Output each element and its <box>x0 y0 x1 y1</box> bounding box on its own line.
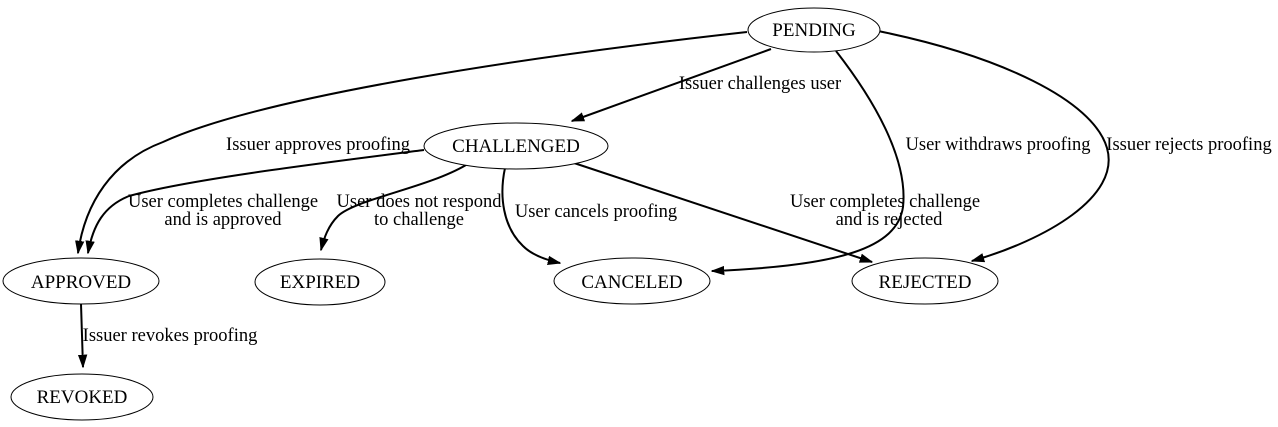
edge-label-challenged-rejected-line2: and is rejected <box>836 210 944 230</box>
edges <box>78 30 1110 367</box>
edge-label-pending-challenged: Issuer challenges user <box>679 74 841 94</box>
edge-challenged-rejected <box>573 162 872 263</box>
edge-label-challenged-approved-line2: and is approved <box>164 210 282 230</box>
approved-ellipse <box>2 257 160 305</box>
edge-label-pending-rejected: Issuer rejects proofing <box>1106 135 1271 155</box>
edge-pending-approved <box>78 31 748 253</box>
edge-label-challenged-expired-line1: User does not respond <box>337 192 503 212</box>
edge-label-challenged-approved-line1: User completes challenge <box>128 192 318 212</box>
node-expired: EXPIRED <box>254 258 386 306</box>
edge-label-pending-approved: Issuer approves proofing <box>226 135 410 155</box>
revoked-ellipse <box>10 373 154 421</box>
edge-label-approved-revoked: Issuer revokes proofing <box>83 326 258 346</box>
edge-labels: Issuer challenges user Issuer approves p… <box>83 74 1272 346</box>
edge-challenged-canceled <box>501 167 560 263</box>
edge-label-challenged-canceled: User cancels proofing <box>515 202 677 222</box>
nodes: PENDING CHALLENGED APPROVED EXPIRED CANC… <box>2 7 999 421</box>
challenged-label: CHALLENGED <box>452 136 580 157</box>
pending-ellipse <box>747 7 881 53</box>
node-revoked: REVOKED <box>10 373 154 421</box>
edge-label-challenged-expired-line2: to challenge <box>374 210 464 230</box>
revoked-label: REVOKED <box>37 387 128 408</box>
edge-pending-rejected <box>877 30 1110 261</box>
edge-challenged-approved <box>88 149 425 253</box>
challenged-ellipse <box>423 122 609 170</box>
edge-label-pending-canceled: User withdraws proofing <box>906 135 1091 155</box>
node-canceled: CANCELED <box>553 257 711 305</box>
edge-label-challenged-rejected-line1: User completes challenge <box>790 192 980 212</box>
edge-pending-canceled <box>712 50 905 271</box>
edge-approved-revoked <box>81 303 83 367</box>
pending-label: PENDING <box>772 20 856 41</box>
node-approved: APPROVED <box>2 257 160 305</box>
node-challenged: CHALLENGED <box>423 122 609 170</box>
expired-label: EXPIRED <box>280 272 360 293</box>
canceled-ellipse <box>553 257 711 305</box>
node-pending: PENDING <box>747 7 881 53</box>
rejected-label: REJECTED <box>879 272 972 293</box>
edge-pending-challenged <box>572 48 772 122</box>
canceled-label: CANCELED <box>581 272 682 293</box>
expired-ellipse <box>254 258 386 306</box>
approved-label: APPROVED <box>31 272 131 293</box>
rejected-ellipse <box>851 257 999 305</box>
edge-challenged-expired <box>321 164 467 250</box>
node-rejected: REJECTED <box>851 257 999 305</box>
